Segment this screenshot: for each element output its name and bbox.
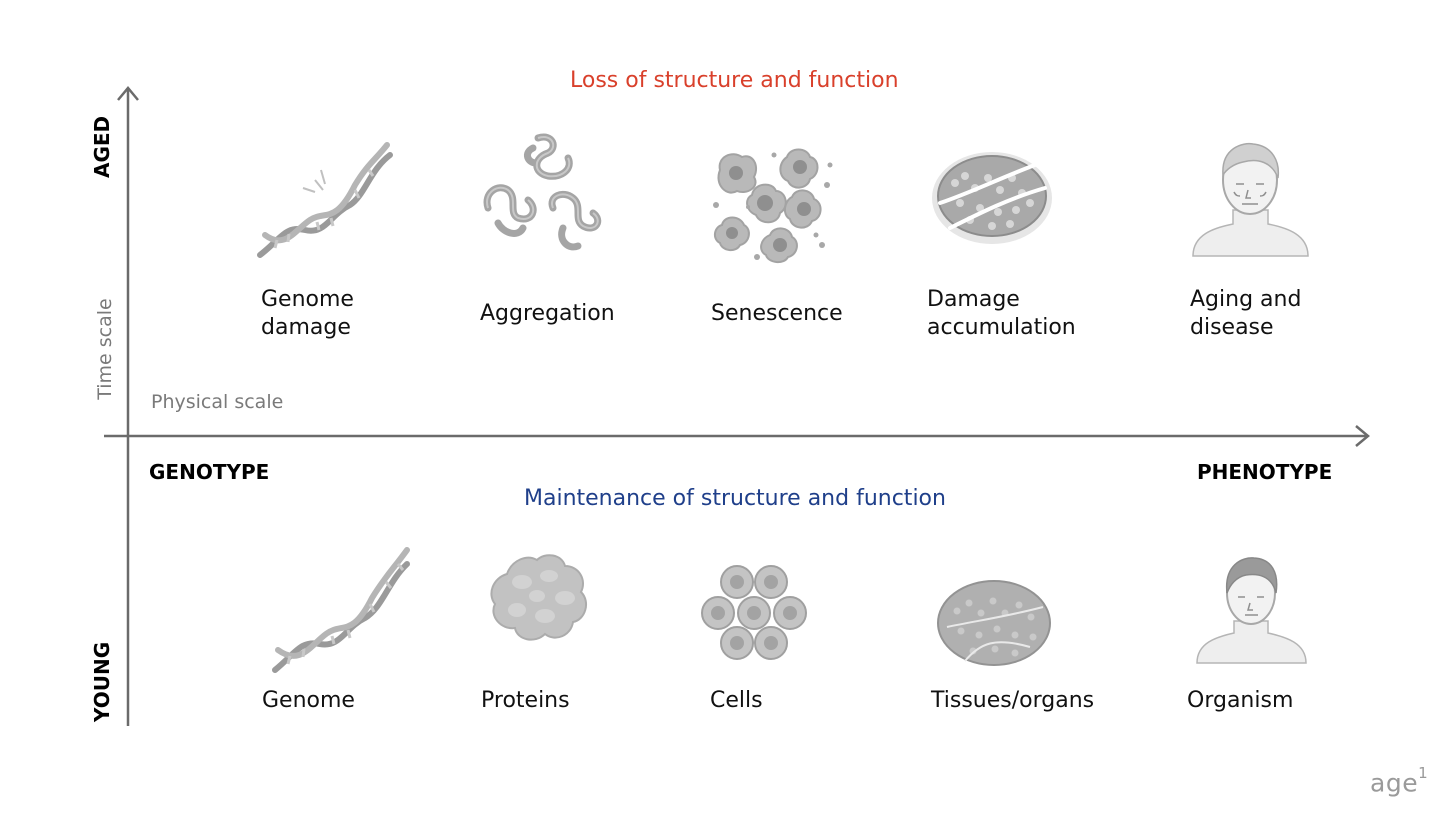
aged-label-senescence: Senescence: [711, 300, 843, 328]
young-label-tissues: Tissues/organs: [931, 688, 1095, 713]
phenotype-label: PHENOTYPE: [1197, 460, 1333, 484]
y-axis-arrow: [117, 86, 139, 101]
young-label-proteins: Proteins: [481, 688, 570, 713]
y-bottom-label: YOUNG: [90, 641, 114, 722]
label-line: disease: [1190, 315, 1274, 340]
aged-title: Loss of structure and function: [570, 68, 899, 93]
logo-text: age: [1370, 768, 1419, 798]
cells-icon: [701, 565, 807, 660]
young-label-cells: Cells: [710, 688, 763, 713]
label-line: Genome: [261, 287, 354, 312]
damaged-dna-icon: [257, 142, 393, 258]
logo-sup: 1: [1418, 764, 1429, 782]
genotype-label: GENOTYPE: [149, 460, 270, 484]
label-line: damage: [261, 315, 351, 340]
aged-label-genome-damage: Genome damage: [261, 286, 354, 342]
label-line: accumulation: [927, 315, 1076, 340]
y-top-label: AGED: [90, 115, 114, 178]
aged-label-damage-accumulation: Damage accumulation: [927, 286, 1076, 342]
young-title: Maintenance of structure and function: [524, 486, 946, 511]
aged-person-icon: [1192, 142, 1309, 257]
protein-icon: [490, 554, 588, 641]
label-line: Damage: [927, 287, 1020, 312]
label-line: Senescence: [711, 301, 843, 326]
senescent-cells-icon: [713, 148, 833, 263]
young-label-genome: Genome: [262, 688, 355, 713]
young-label-organism: Organism: [1187, 688, 1294, 713]
label-line: Aggregation: [480, 301, 615, 326]
tissue-icon: [937, 580, 1051, 666]
protein-aggregates-icon: [483, 133, 602, 251]
dna-icon: [272, 547, 410, 673]
x-axis-arrow: [1355, 425, 1370, 447]
aged-label-aging-disease: Aging and disease: [1190, 286, 1301, 342]
label-line: Aging and: [1190, 287, 1302, 312]
person-icon: [1196, 557, 1307, 664]
damaged-tissue-icon: [932, 152, 1052, 244]
age1-logo: age1: [1370, 764, 1428, 798]
x-axis-title: Physical scale: [151, 391, 284, 413]
y-axis-title: Time scale: [94, 298, 116, 400]
aged-label-aggregation: Aggregation: [480, 300, 615, 328]
